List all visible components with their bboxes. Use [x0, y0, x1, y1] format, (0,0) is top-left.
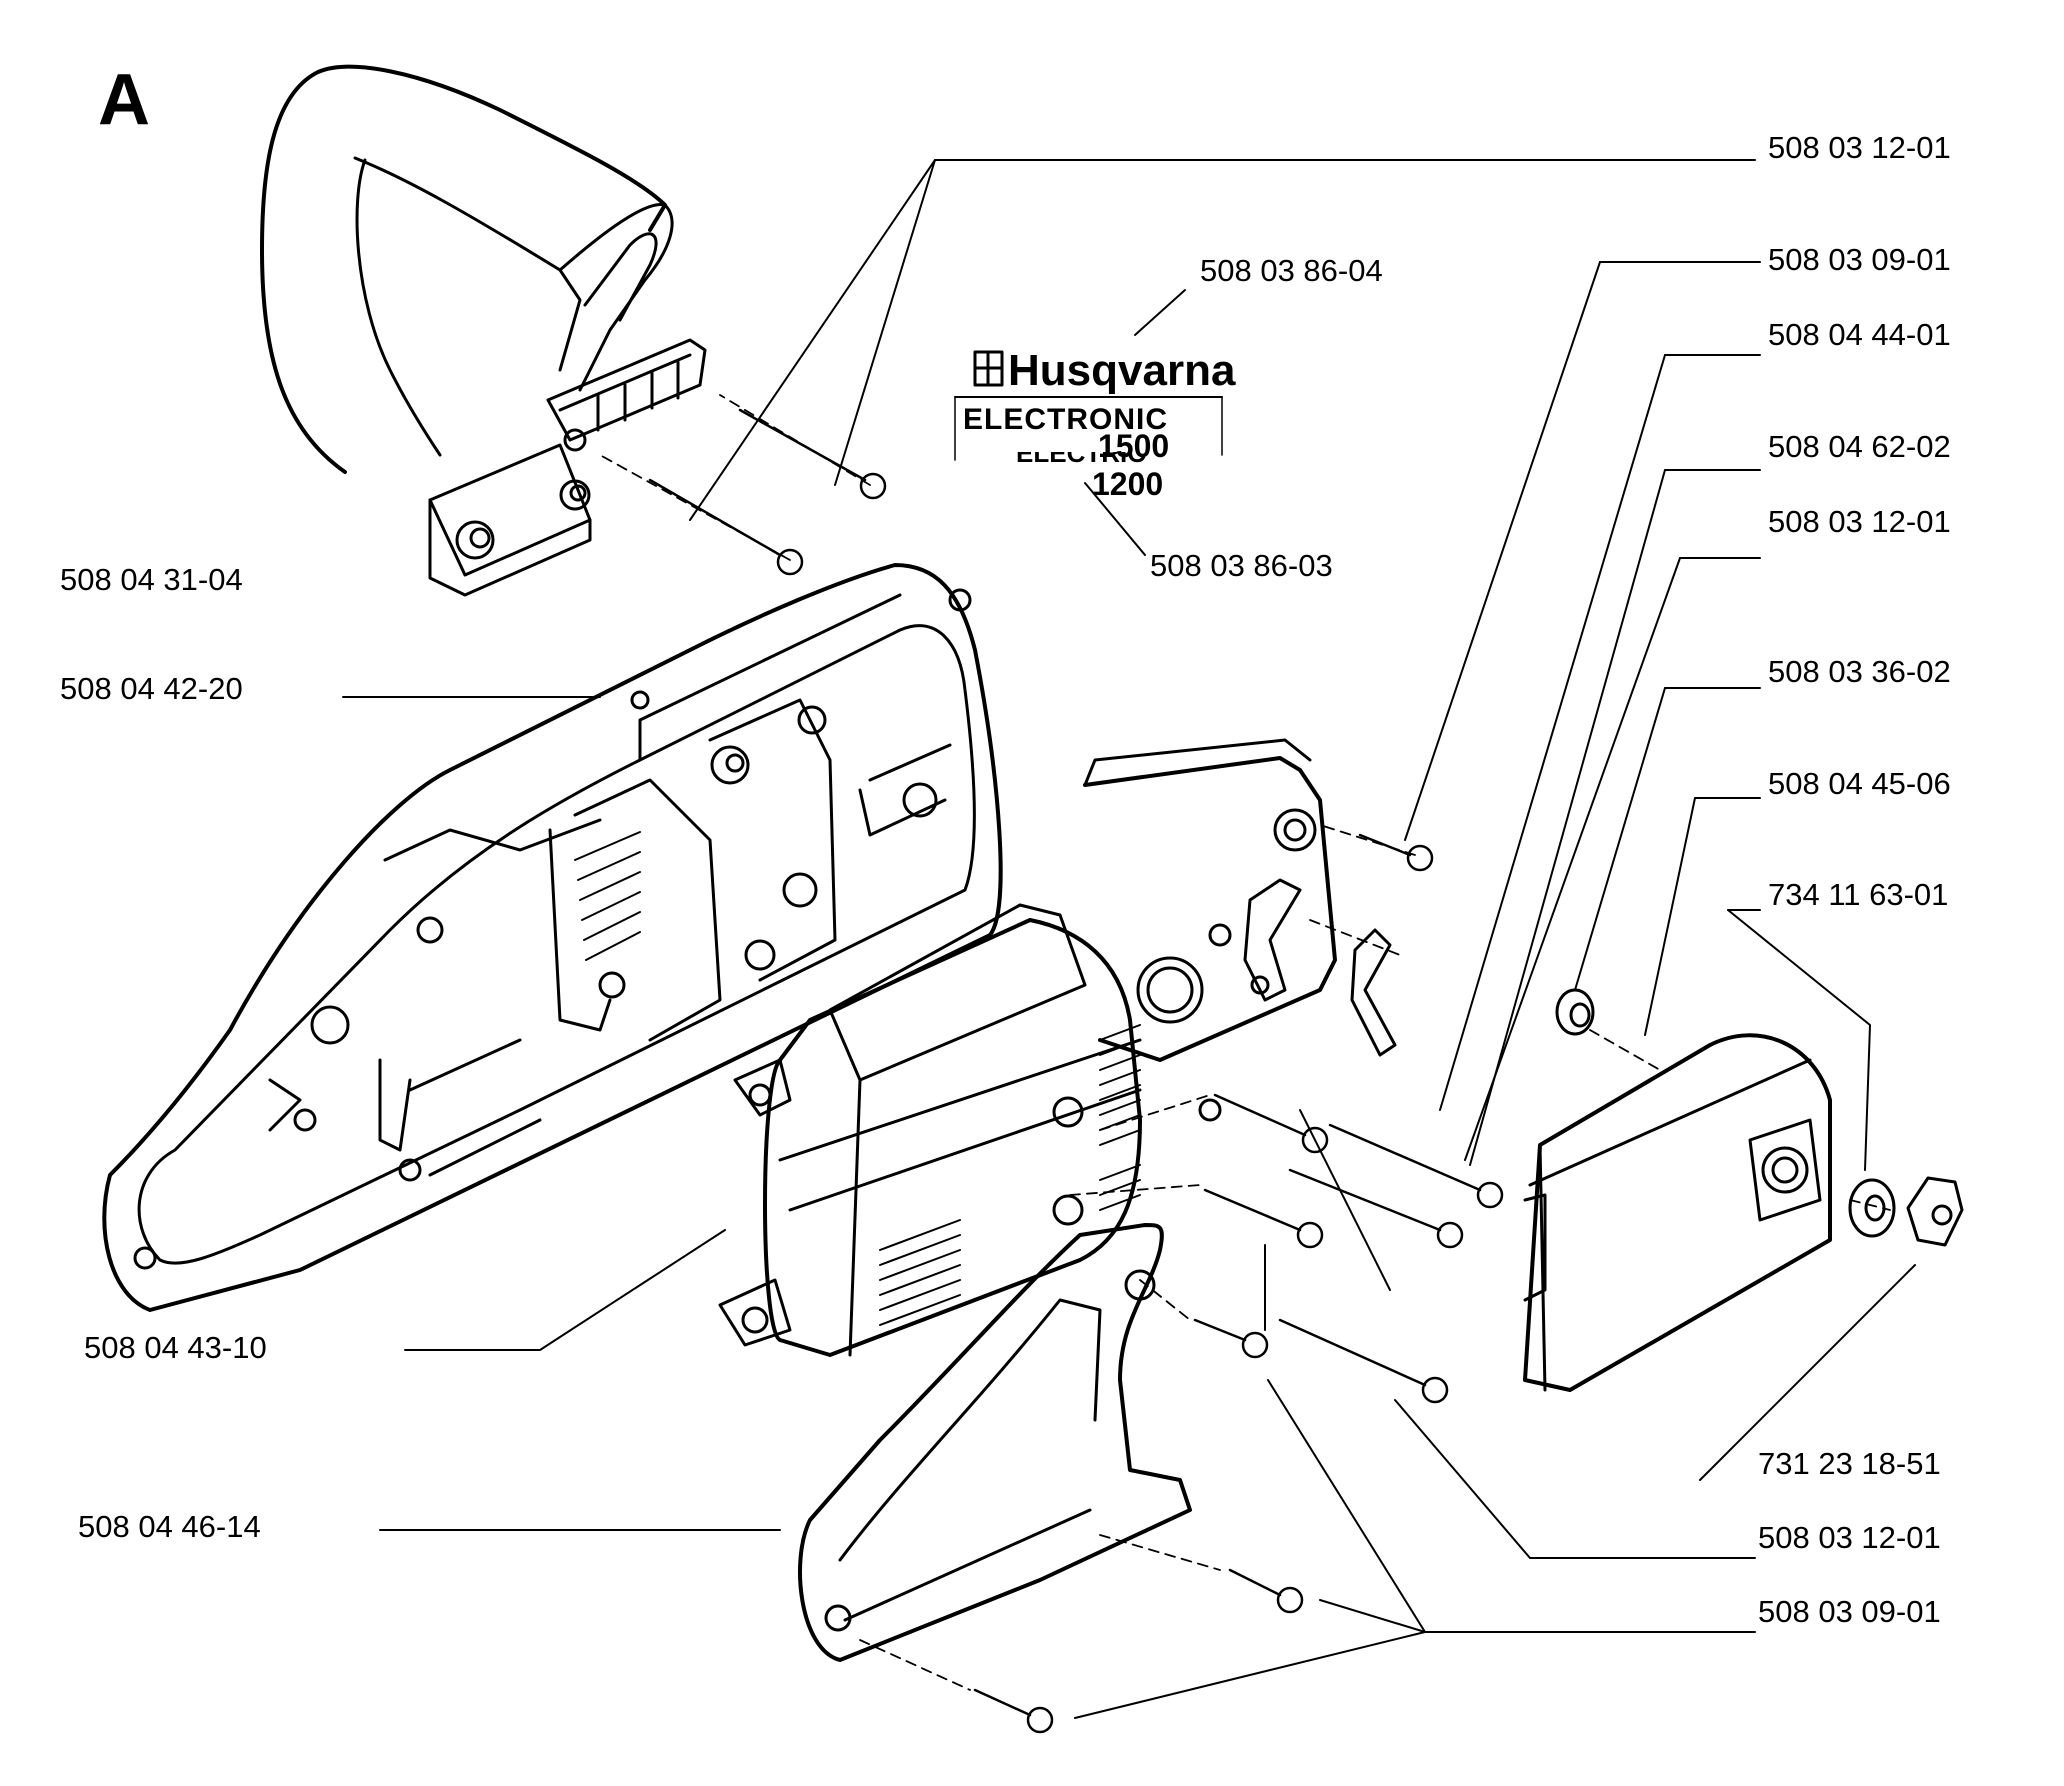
- part-label: 508 04 43-10: [84, 1330, 267, 1365]
- decal-drawing: [954, 350, 1223, 461]
- right-housing-drawing: [718, 738, 1337, 1357]
- part-label: 508 03 36-02: [1768, 654, 1951, 689]
- part-label: 508 03 86-03: [1150, 548, 1333, 583]
- left-housing-drawing: [102, 563, 1003, 1312]
- part-label: 508 04 45-06: [1768, 766, 1951, 801]
- leader-lines: [342, 159, 1916, 1719]
- part-label: 508 03 09-01: [1758, 1594, 1941, 1629]
- part-label: 508 04 31-04: [60, 562, 243, 597]
- decal-model-line-2-text: ELECTRIC: [1016, 452, 1146, 466]
- decal-model-number-1: 1500: [1098, 428, 1170, 464]
- part-label: 508 03 12-01: [1768, 504, 1951, 539]
- part-label: 508 03 12-01: [1768, 130, 1951, 165]
- decal-model-line-2: ELECTRIC: [1016, 452, 1201, 466]
- part-label: 508 03 86-04: [1200, 253, 1383, 288]
- decal-brand-text: Husqvarna: [1008, 346, 1236, 395]
- screws-drawing: [599, 394, 1891, 1734]
- part-label: 734 11 63-01: [1768, 877, 1949, 912]
- part-label: 508 03 12-01: [1758, 1520, 1941, 1555]
- part-label: 508 04 42-20: [60, 671, 243, 706]
- part-label: 508 03 09-01: [1768, 242, 1951, 277]
- part-label: 508 04 44-01: [1768, 317, 1951, 352]
- rear-handle-drawing: [798, 1223, 1192, 1662]
- front-handle-drawing: [260, 64, 707, 597]
- side-cover-drawing: [1350, 928, 1964, 1392]
- decal-model-number-2: 1200: [1092, 466, 1164, 502]
- part-label: 731 23 18-51: [1758, 1446, 1941, 1481]
- decal-model-line-1: ELECTRONIC: [963, 403, 1168, 436]
- part-label: 508 04 46-14: [78, 1509, 261, 1544]
- part-label: 508 04 62-02: [1768, 429, 1951, 464]
- section-letter: A: [98, 60, 150, 140]
